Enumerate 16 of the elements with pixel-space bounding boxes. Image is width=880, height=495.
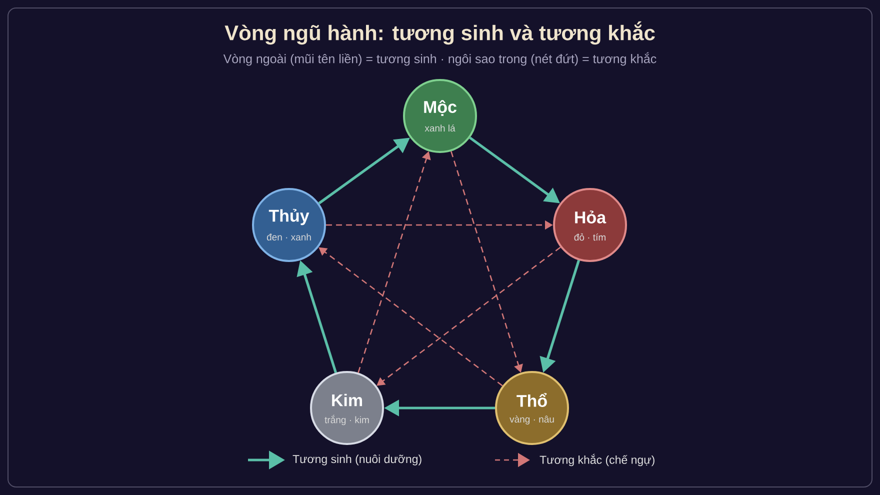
element-name: Mộc [424,100,456,116]
element-name: Thổ [516,393,547,407]
title: Vòng ngũ hành: tương sinh và tương khắc [224,21,655,45]
color-note: vàng · nâu [510,416,554,424]
arrow [318,247,503,386]
color-note: đỏ · tím [574,233,606,241]
color-note: xanh lá [424,124,456,132]
element-name: Kim [332,394,362,406]
element-name: Hỏa [575,210,606,224]
arrow [376,246,561,386]
element-name: Thủy [268,208,310,226]
color-note: đen · xanh [266,234,311,240]
color-note: trắng · kim [324,414,369,426]
subtitle: Vòng ngoài (mũi tên liền) = tương sinh · ngôi sao trong (nét đứt) = tương khắc [223,52,656,66]
legend-label: Tương sinh (nuôi dưỡng) [292,454,422,466]
legend-label: Tương khắc (chế ngự) [540,454,654,466]
